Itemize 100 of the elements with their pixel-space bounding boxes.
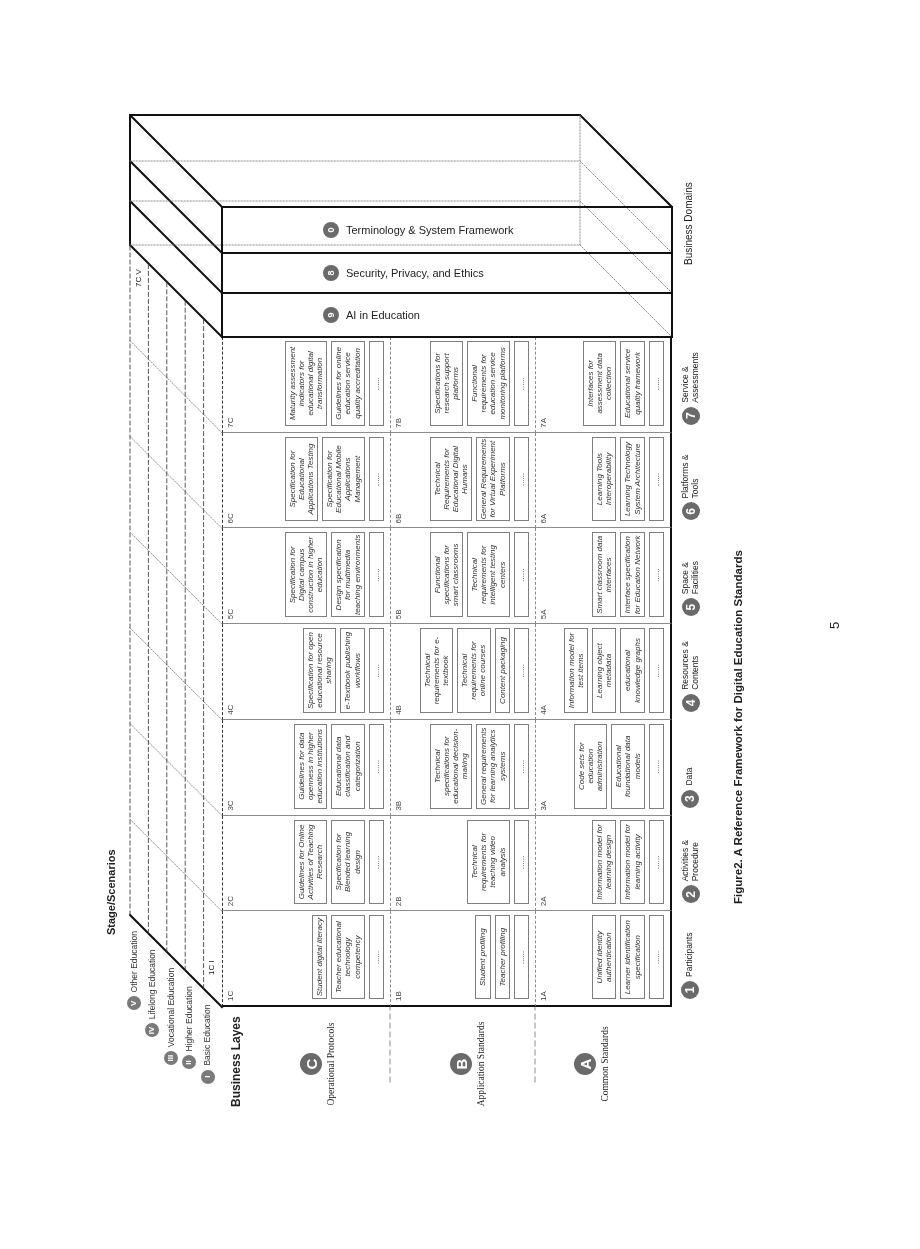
cell-code: 5A	[540, 609, 548, 620]
band-title: Security, Privacy, and Ethics	[346, 266, 484, 280]
axis-title: Business Domains	[684, 182, 694, 265]
standard-box: Specification for Educational Mobile Applications Management	[322, 436, 365, 522]
cell-code: 5C	[227, 608, 235, 620]
standard-box: Teacher profiling	[494, 915, 510, 999]
standard-box: ......	[368, 723, 384, 809]
standard-box: ......	[648, 819, 664, 905]
standard-box: ......	[648, 723, 664, 809]
standard-box: ......	[513, 532, 529, 618]
cell-code: 4A	[540, 705, 548, 715]
standard-box: General requirements for learning analytics systems	[476, 723, 510, 809]
cell-code: 7C	[227, 417, 235, 428]
grid-cell	[390, 432, 535, 529]
grid-cell	[390, 911, 535, 1007]
standard-box: Functional requirements for education service monitoring platforms	[467, 341, 510, 426]
standard-box: Specification for open educational resource sharing	[302, 628, 337, 713]
standard-box: Smart classroom data interfaces	[592, 532, 617, 618]
standard-box: educational knowledge graphs	[620, 628, 645, 713]
grid-cell	[222, 719, 390, 816]
standard-box: Specification for Blended learning design	[331, 819, 365, 905]
standard-box: Information model for learning activity	[620, 819, 645, 905]
standard-box: Code sets for education administration	[573, 723, 608, 809]
domain-label: Data	[685, 767, 695, 786]
cell-code: 2B	[395, 896, 403, 907]
letter-badge: A	[574, 1053, 596, 1075]
cell-code: 1B	[395, 991, 403, 1001]
standard-box: Technical requirements for intelligent testing centers	[467, 532, 510, 618]
stage-label: Vocational Education	[166, 967, 176, 1048]
cell-code: 7A	[540, 417, 548, 428]
grid-cell	[222, 815, 390, 912]
standard-box: General Requirements for Virtual Experiment Platforms	[476, 436, 510, 522]
grid-cell	[222, 528, 390, 625]
standard-box: ......	[648, 532, 664, 618]
grid-cell	[390, 719, 535, 816]
grid-cell	[535, 432, 672, 529]
standard-box: Educational data classification and categorization	[331, 723, 365, 809]
grid-cell	[535, 911, 672, 1007]
grid-cell	[535, 624, 672, 720]
domain-label: Participants	[685, 932, 695, 977]
standard-box: Maturity assessment indicators for educational digital transformation	[284, 341, 328, 426]
standard-box: Student digital literacy	[312, 915, 328, 999]
standard-box: Technical requirements for teaching video analysis	[467, 819, 510, 905]
standard-box: ......	[368, 532, 384, 618]
domain-label: Service & Assessments	[681, 351, 701, 403]
standard-box: Guidelines for data openness in higher education institutions	[293, 723, 328, 809]
standard-box: ......	[368, 915, 384, 999]
layer-label: Common Standards	[601, 1026, 611, 1102]
cell-code: 1A	[540, 991, 548, 1001]
standard-box: Functional specifications for smart classrooms	[429, 532, 464, 618]
number-badge: 5	[681, 598, 700, 617]
numeral-badge: I	[200, 1069, 215, 1084]
grid-cell	[535, 815, 672, 912]
grid-cell	[222, 624, 390, 720]
domain-band	[221, 206, 673, 254]
number-badge: 4	[681, 693, 700, 712]
standard-box: ......	[648, 341, 664, 426]
domain-label: Platforms & Tools	[681, 453, 701, 499]
cell-code: 4C	[227, 704, 235, 715]
number-badge: 1	[681, 981, 699, 999]
standard-box: Technical requirements for online courses	[457, 628, 491, 713]
standard-box: ......	[513, 436, 529, 522]
standard-box: Specification for Digital campus construction in higher education	[284, 532, 328, 618]
standard-box: ......	[368, 819, 384, 905]
standard-box: Unified identity authentication	[592, 915, 617, 999]
number-badge: 2	[681, 885, 700, 904]
axis-title: Stage/Scenarios	[106, 849, 117, 935]
cell-code: 2A	[540, 896, 548, 907]
standard-box: Learning object metadata	[592, 628, 617, 713]
standard-box: Design specification for multimedia teaching environments	[331, 532, 365, 618]
domain-band	[221, 252, 673, 294]
standard-box: Interfaces for assessment data collection	[582, 341, 617, 426]
stage-label: Basic Education	[203, 1004, 212, 1066]
grid-cell	[222, 911, 390, 1007]
domain-label: Resources & Contents	[681, 640, 701, 690]
numeral-badge: IV	[145, 1023, 160, 1038]
letter-badge: C	[300, 1053, 322, 1075]
standard-box: Learner identification specification	[620, 915, 645, 999]
number-badge: 8	[323, 265, 339, 281]
standard-box: ......	[513, 915, 529, 999]
standard-box: ......	[513, 819, 529, 905]
standard-box: Learning Tools Interoperability	[592, 436, 617, 522]
standard-box: Technical requirements for e-textbook	[419, 628, 454, 713]
domain-label: Activities & Procedure	[681, 838, 701, 882]
grid-cell	[222, 432, 390, 529]
standard-box: Technical Requirements for Educational Digital Humans	[429, 436, 473, 522]
number-badge: 0	[323, 222, 339, 238]
domain-band	[221, 292, 673, 338]
cell-code: 1C	[227, 990, 235, 1001]
standard-box: Student profiling	[475, 915, 491, 999]
standard-box: Information model for test items	[563, 628, 589, 713]
cell-code: 6B	[395, 513, 403, 524]
standard-box: ......	[513, 628, 529, 713]
cell-code: 3B	[395, 800, 403, 811]
grid-cell	[222, 337, 390, 433]
standard-box: Content packaging	[494, 628, 510, 713]
standard-box: Educational foundational data models	[611, 723, 645, 809]
standard-box: Technical specifications for educational decision-making	[429, 723, 473, 809]
grid-cell	[390, 624, 535, 720]
cell-code: 3C	[227, 800, 235, 811]
